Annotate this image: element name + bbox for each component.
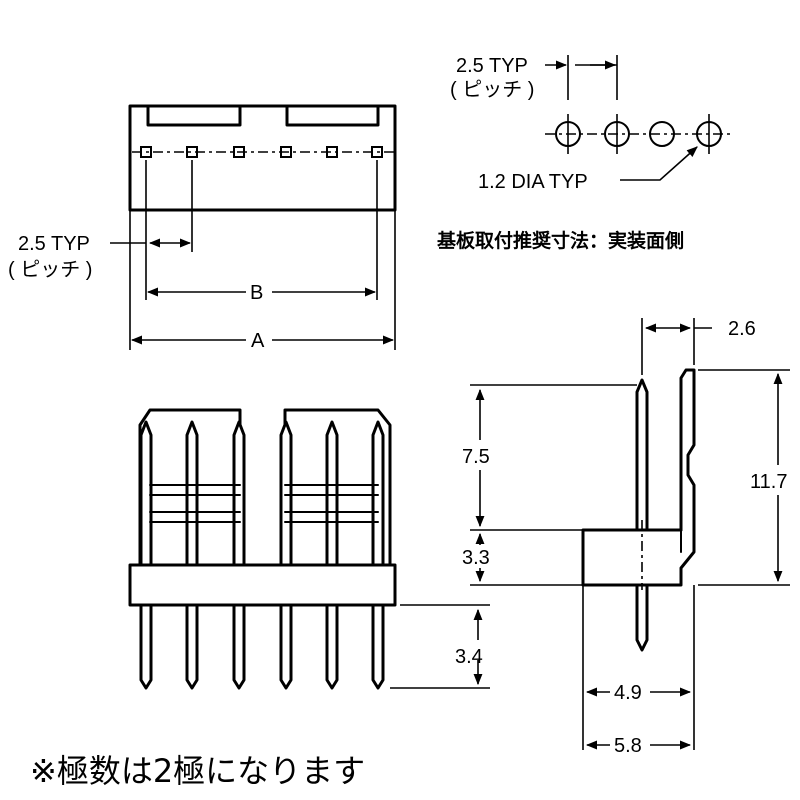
front-wall-right bbox=[283, 408, 392, 567]
dim-a-label: A bbox=[251, 330, 265, 352]
dim-upper-pin-label: 7.5 bbox=[462, 446, 490, 468]
top-view: 2.5 TYP ( ピッチ ) B A bbox=[8, 104, 397, 352]
dim-bottom-width-label: 5.8 bbox=[614, 735, 642, 757]
pcb-pitch-note: ( ピッチ ) bbox=[450, 79, 534, 101]
front-view: 3.4 bbox=[128, 408, 490, 690]
dim-lower-pin-label: 3.4 bbox=[455, 646, 483, 668]
footnote: ※極数は2極になります bbox=[30, 752, 365, 790]
dim-total-height-label: 11.7 bbox=[750, 471, 787, 493]
side-body bbox=[581, 528, 696, 587]
front-lower-pins bbox=[139, 603, 385, 690]
side-view: 2.6 7.5 3.3 11.7 4.9 5.8 bbox=[462, 318, 790, 757]
side-lower-pin bbox=[635, 583, 649, 652]
side-upper-pin bbox=[635, 378, 649, 532]
pcb-pitch-label: 2.5 TYP bbox=[456, 55, 528, 77]
front-upper-pins bbox=[139, 420, 385, 567]
dim-top-width-label: 2.6 bbox=[728, 318, 756, 340]
top-latch-right bbox=[285, 104, 380, 127]
side-wall bbox=[679, 368, 696, 542]
top-pitch-label: 2.5 TYP bbox=[18, 233, 90, 255]
pcb-hole-label: 1.2 DIA TYP bbox=[478, 171, 588, 193]
pcb-hole-row bbox=[555, 114, 722, 154]
dim-body-height-label: 3.3 bbox=[462, 547, 490, 569]
pcb-layout: 2.5 TYP ( ピッチ ) 1.2 DIA TYP 基板取付推奨寸法：実装面… bbox=[436, 55, 730, 252]
top-view-body bbox=[128, 104, 397, 212]
dim-b-label: B bbox=[250, 282, 263, 304]
front-base bbox=[128, 563, 397, 607]
top-latch-left bbox=[146, 104, 242, 127]
front-wall-left bbox=[138, 408, 242, 567]
pcb-caption: 基板取付推奨寸法：実装面側 bbox=[436, 229, 684, 252]
top-pitch-note: ( ピッチ ) bbox=[8, 259, 92, 281]
dim-bottom-offset-label: 4.9 bbox=[614, 682, 642, 704]
